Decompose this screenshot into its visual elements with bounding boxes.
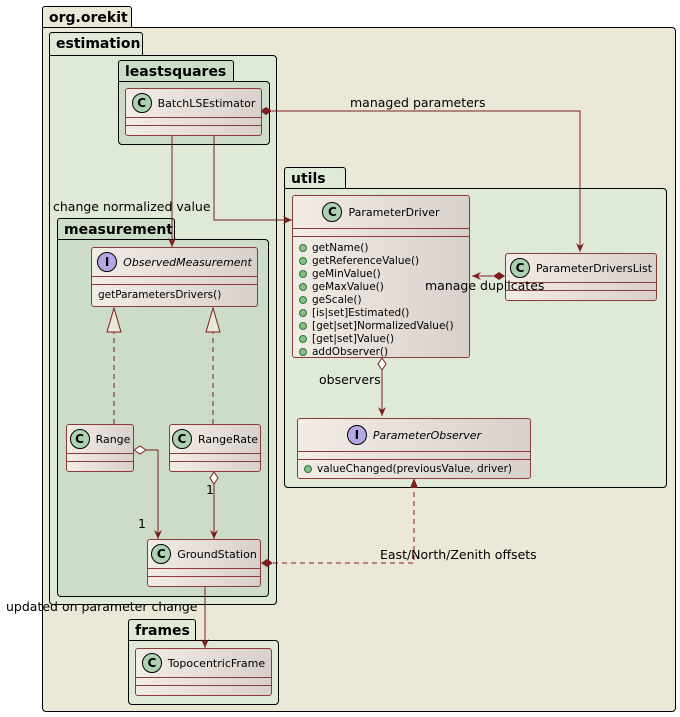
method-label: valueChanged(previousValue, driver) xyxy=(317,462,513,475)
method-item: geMaxValue() xyxy=(299,280,463,293)
class-icon: C xyxy=(171,429,192,449)
class-icon: C xyxy=(151,544,172,564)
package-leastsquares-tab: leastsquares xyxy=(118,60,234,82)
method-label: [is|set]Estimated() xyxy=(312,306,410,319)
public-icon xyxy=(299,269,307,278)
method-label: getParametersDrivers() xyxy=(98,289,222,301)
method-label: addObserver() xyxy=(312,345,389,358)
public-icon xyxy=(304,464,312,473)
method-item: getReferenceValue() xyxy=(299,254,463,267)
class-name: Range xyxy=(95,432,131,446)
public-icon xyxy=(299,308,307,317)
class-name: ParameterDriver xyxy=(348,205,440,219)
label-observers: observers xyxy=(319,372,381,387)
interface-icon: I xyxy=(97,252,118,272)
label-change-normalized: change normalized value xyxy=(53,199,211,214)
class-topocentric-frame[interactable]: C TopocentricFrame xyxy=(135,648,272,696)
public-icon xyxy=(299,347,307,356)
public-icon xyxy=(299,243,307,252)
method-item: addObserver() xyxy=(299,345,463,358)
label-offsets: East/North/Zenith offsets xyxy=(380,547,537,562)
edge-range-realizes xyxy=(106,306,122,424)
interface-parameter-observer[interactable]: I ParameterObserver valueChanged(previous… xyxy=(297,418,531,479)
edge-batch-driver xyxy=(213,136,292,224)
edge-range-ground xyxy=(133,445,162,539)
method-item: geMinValue() xyxy=(299,267,463,280)
method-item: [get|set]NormalizedValue() xyxy=(299,319,463,332)
public-icon xyxy=(299,282,307,291)
class-name: BatchLSEstimator xyxy=(157,96,256,110)
method-label: [get|set]NormalizedValue() xyxy=(312,319,454,332)
label-multiplicity-rangerate: 1 xyxy=(206,482,214,497)
edge-rangerate-ground xyxy=(209,471,219,539)
class-ground-station[interactable]: C GroundStation xyxy=(147,539,261,587)
method-item: [is|set]Estimated() xyxy=(299,306,463,319)
package-utils-tab: utils xyxy=(284,167,346,189)
method-label: getName() xyxy=(312,241,369,254)
interface-observed-measurement[interactable]: I ObservedMeasurement getParametersDriver… xyxy=(91,247,258,307)
class-name: ObservedMeasurement xyxy=(123,255,252,269)
class-name: ParameterDriversList xyxy=(535,261,653,275)
class-name: RangeRate xyxy=(197,432,259,446)
class-icon: C xyxy=(322,202,343,222)
class-range[interactable]: C Range xyxy=(66,424,134,472)
public-icon xyxy=(299,334,307,343)
label-multiplicity-range: 1 xyxy=(138,516,146,531)
method-label: geMinValue() xyxy=(312,267,381,280)
edge-managed-parameters xyxy=(260,107,584,252)
class-name: ParameterObserver xyxy=(372,428,482,442)
edge-manage-duplicates xyxy=(472,272,505,280)
method-label: [get|set]Value() xyxy=(312,332,395,345)
class-parameter-driver[interactable]: C ParameterDriver getName() getReferenceV… xyxy=(292,195,470,358)
edge-observers xyxy=(377,357,387,416)
class-icon: C xyxy=(141,653,162,673)
label-updated: updated on parameter change xyxy=(6,599,198,614)
class-icon: C xyxy=(69,429,90,449)
package-measurement-tab: measurement xyxy=(57,218,175,240)
public-icon xyxy=(299,256,307,265)
class-range-rate[interactable]: C RangeRate xyxy=(169,424,261,472)
method-item: valueChanged(previousValue, driver) xyxy=(298,460,530,477)
class-name: TopocentricFrame xyxy=(167,656,266,670)
class-name: GroundStation xyxy=(177,547,257,561)
label-managed-parameters: managed parameters xyxy=(350,95,486,110)
method-label: geMaxValue() xyxy=(312,280,384,293)
method-item: geScale() xyxy=(299,293,463,306)
class-icon: C xyxy=(509,258,530,278)
class-parameter-drivers-list[interactable]: C ParameterDriversList xyxy=(505,253,657,301)
edge-rangerate-realizes xyxy=(205,306,221,424)
label-manage-duplicates: manage duplicates xyxy=(425,278,545,293)
method-label: getReferenceValue() xyxy=(312,254,420,267)
package-orekit-tab: org.orekit xyxy=(42,6,132,28)
method-item: getName() xyxy=(299,241,463,254)
public-icon xyxy=(299,295,307,304)
class-icon: C xyxy=(131,93,152,113)
interface-icon: I xyxy=(346,425,367,445)
package-frames-tab: frames xyxy=(128,619,196,641)
method-item: [get|set]Value() xyxy=(299,332,463,345)
edge-offsets xyxy=(261,478,418,567)
class-batch-ls-estimator[interactable]: C BatchLSEstimator xyxy=(125,88,262,136)
method-label: geScale() xyxy=(312,293,362,306)
package-estimation-tab: estimation xyxy=(49,32,143,56)
public-icon xyxy=(299,321,307,330)
method-list: getName() getReferenceValue() geMinValue… xyxy=(293,237,469,362)
